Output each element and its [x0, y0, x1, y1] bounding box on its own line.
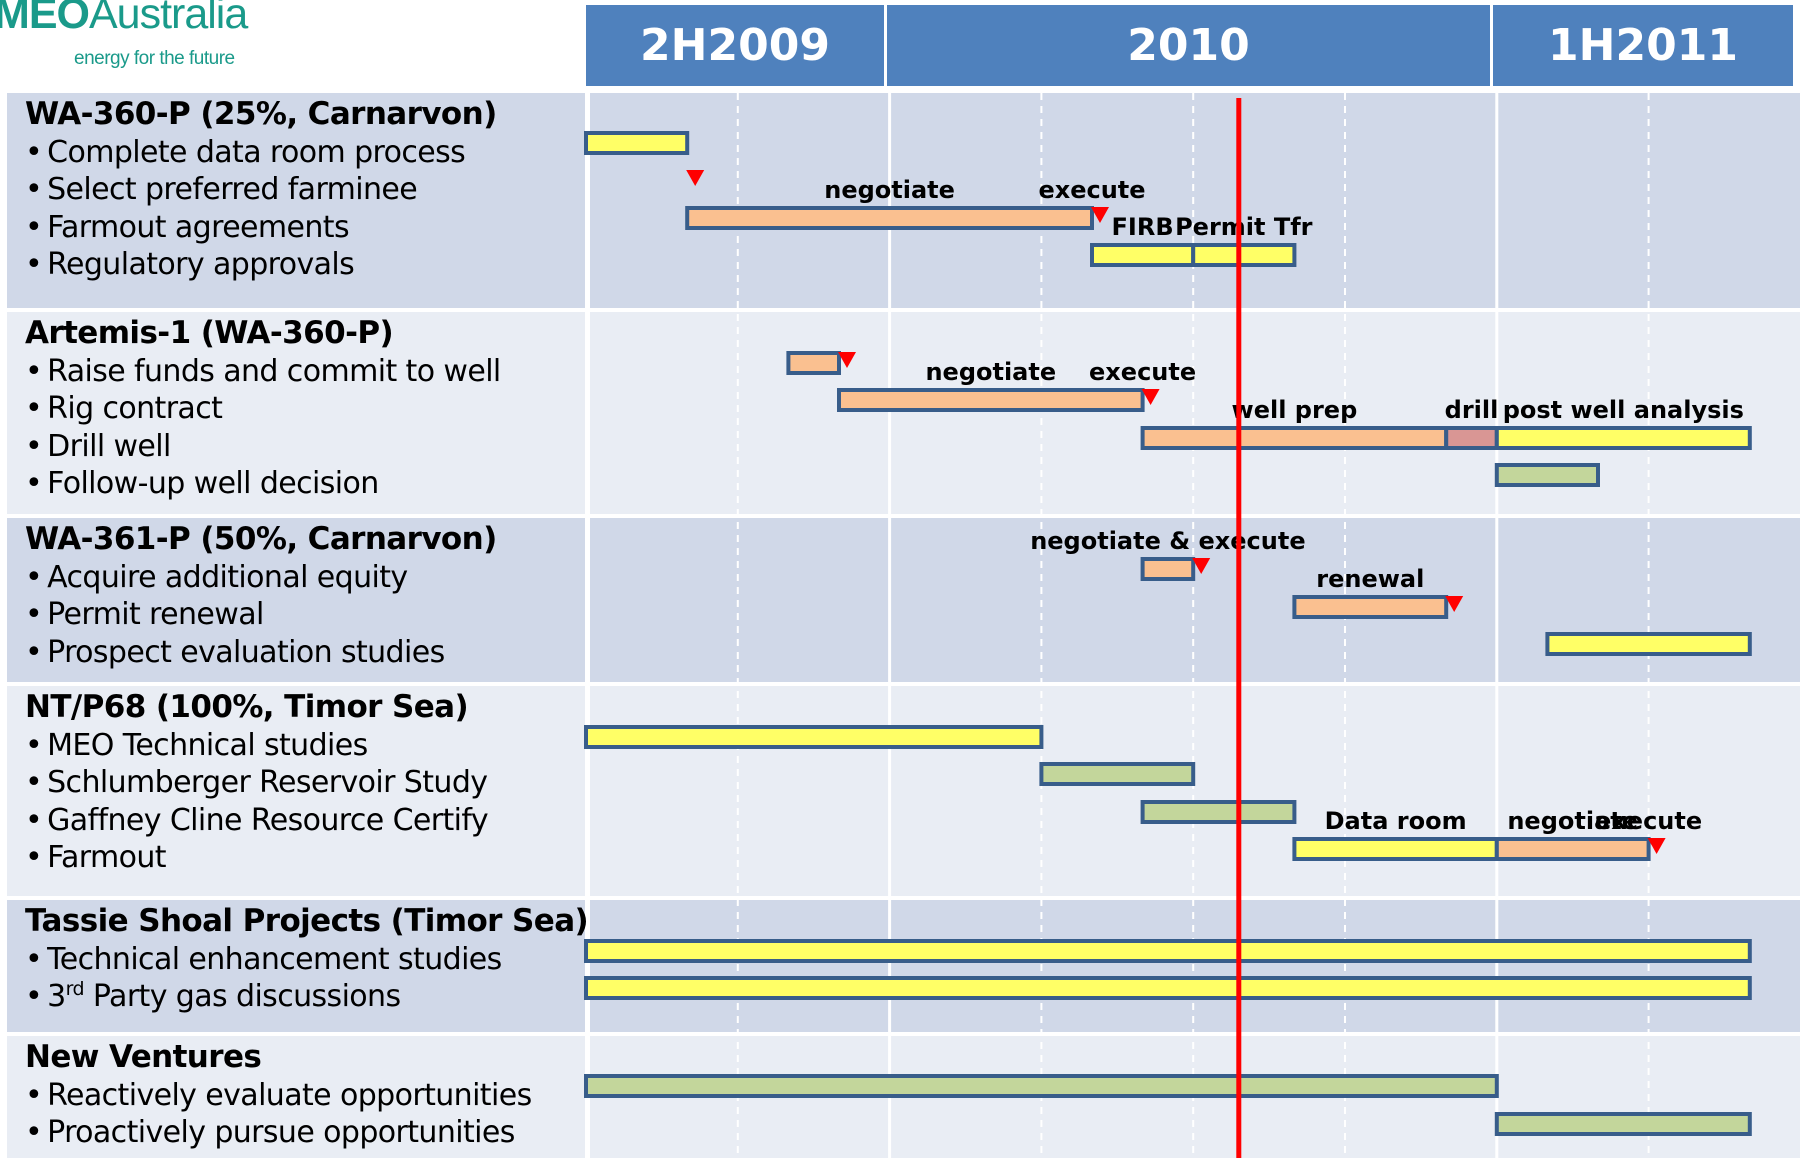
- task-item: MEO Technical studies: [25, 727, 488, 765]
- group-new-ventures: New Ventures Reactively evaluate opportu…: [25, 1039, 532, 1152]
- task-bar: [1039, 762, 1196, 786]
- task-bar: [1090, 243, 1196, 267]
- task-bar: [685, 206, 1094, 230]
- milestone-triangle: [1192, 558, 1211, 574]
- task-text: Party gas discussions: [92, 979, 401, 1014]
- task-bar: [1444, 426, 1499, 450]
- task-item: Follow-up well decision: [25, 465, 501, 503]
- milestone-label: execute: [1595, 807, 1702, 835]
- group-artemis1: Artemis-1 (WA-360-P) Raise funds and com…: [25, 315, 501, 503]
- task-bar: [1494, 1112, 1752, 1136]
- task-item: 3rd Party gas discussions: [25, 978, 588, 1016]
- task-bar: [584, 725, 1044, 749]
- bar-label: drill: [1445, 396, 1499, 424]
- task-bar: [786, 351, 842, 375]
- milestone-triangle: [838, 352, 856, 368]
- task-bar: [1292, 837, 1499, 861]
- task-item: Rig contract: [25, 390, 501, 428]
- task-bar: [1140, 557, 1196, 581]
- task-item: Complete data room process: [25, 134, 497, 172]
- task-bar: [584, 131, 690, 155]
- group-title: Tassie Shoal Projects (Timor Sea): [25, 903, 589, 939]
- task-bar: [1140, 800, 1297, 824]
- task-item: Raise funds and commit to well: [25, 353, 501, 391]
- timeline-header: 2H2009 2010 1H2011: [0, 5, 1800, 86]
- bar-label: FIRB: [1112, 213, 1174, 241]
- company-logo: MEOAustralia energy for the future: [0, 0, 260, 80]
- task-bar: [584, 1074, 1499, 1098]
- group-tassie-shoal: Tassie Shoal Projects (Timor Sea) Techni…: [25, 903, 589, 1016]
- bar-label: renewal: [1316, 565, 1424, 593]
- task-item: Proactively pursue opportunities: [25, 1114, 532, 1152]
- task-item: Drill well: [25, 428, 501, 466]
- task-bar: [1494, 463, 1601, 487]
- milestone-label: execute: [1038, 176, 1145, 204]
- task-item: Technical enhancement studies: [25, 941, 588, 979]
- group-title: WA-360-P (25%, Carnarvon): [25, 96, 497, 132]
- task-item: Permit renewal: [25, 596, 497, 634]
- task-item: Regulatory approvals: [25, 246, 497, 284]
- logo-tagline: energy for the future: [74, 48, 235, 69]
- bar-label: negotiate & execute: [1030, 527, 1305, 555]
- bar-label: Data room: [1325, 807, 1467, 835]
- bar-label: negotiate: [824, 176, 955, 204]
- group-title: WA-361-P (50%, Carnarvon): [25, 521, 497, 557]
- period-1h2011: 1H2011: [1493, 5, 1793, 86]
- bar-label: negotiate: [925, 358, 1056, 386]
- task-item: Gaffney Cline Resource Certify: [25, 802, 488, 840]
- task-bar: [1545, 632, 1752, 656]
- milestone-label: execute: [1089, 358, 1196, 386]
- bar-label: negotiate: [1507, 807, 1638, 835]
- bar-label: well prep: [1232, 396, 1358, 424]
- milestone-triangle: [1445, 596, 1464, 612]
- task-bar: [1292, 595, 1449, 619]
- group-title: NT/P68 (100%, Timor Sea): [25, 689, 469, 725]
- group-wa360p: WA-360-P (25%, Carnarvon) Complete data …: [25, 96, 497, 284]
- task-item: Schlumberger Reservoir Study: [25, 764, 488, 802]
- task-bar: [584, 976, 1752, 1000]
- task-item: Acquire additional equity: [25, 559, 497, 597]
- logo-wordmark: MEOAustralia: [0, 0, 248, 38]
- task-item: Reactively evaluate opportunities: [25, 1077, 532, 1115]
- task-item: Prospect evaluation studies: [25, 634, 497, 672]
- group-wa361p: WA-361-P (50%, Carnarvon) Acquire additi…: [25, 521, 497, 671]
- task-bar: [584, 939, 1752, 963]
- group-title: New Ventures: [25, 1039, 262, 1075]
- bar-label: post well analysis: [1503, 396, 1744, 424]
- milestone-triangle: [1091, 207, 1109, 223]
- task-item: Select preferred farminee: [25, 171, 497, 209]
- group-ntp68: NT/P68 (100%, Timor Sea) MEO Technical s…: [25, 689, 489, 877]
- group-title: Artemis-1 (WA-360-P): [25, 315, 394, 351]
- ordinal-suffix: rd: [65, 978, 85, 1000]
- task-bar: [1191, 243, 1297, 267]
- task-item: Farmout agreements: [25, 209, 497, 247]
- milestone-triangle: [1141, 389, 1160, 405]
- task-bar: [1140, 426, 1449, 450]
- period-2h2009: 2H2009: [586, 5, 884, 86]
- milestone-triangle: [686, 170, 705, 186]
- task-bar: [837, 388, 1145, 412]
- task-bar: [1494, 426, 1752, 450]
- task-bar: [1494, 837, 1651, 861]
- task-item: Farmout: [25, 839, 488, 877]
- bar-label: Permit Tfr: [1175, 213, 1313, 241]
- milestone-triangle: [1647, 838, 1666, 854]
- period-2010: 2010: [887, 5, 1490, 86]
- ordinal-number: 3: [47, 979, 66, 1014]
